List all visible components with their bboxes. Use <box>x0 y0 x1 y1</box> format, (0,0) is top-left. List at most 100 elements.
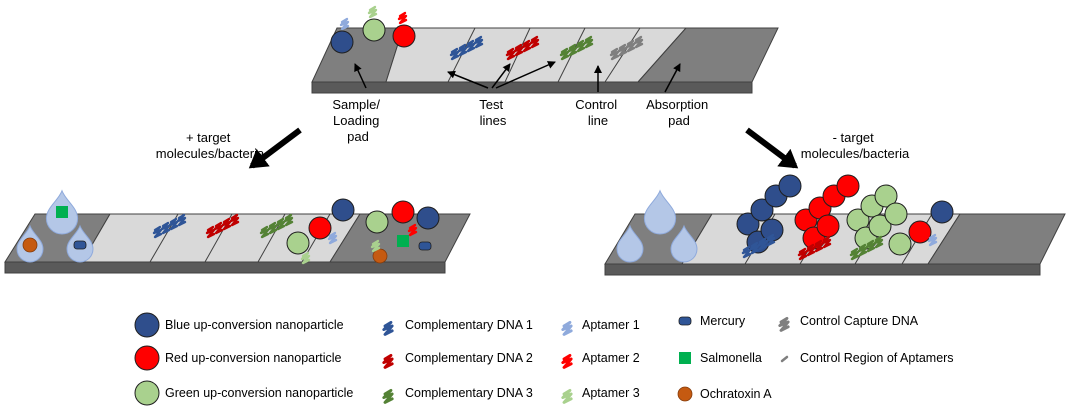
legend-ochratoxin-icon <box>677 386 693 402</box>
legend: Blue up-conversion nanoparticle Red up-c… <box>165 314 954 401</box>
positive-blue-nanoparticle-pad <box>416 206 440 230</box>
negative-complementary-dna-2 <box>821 235 832 249</box>
negative-complementary-dna-1 <box>765 233 776 247</box>
positive-complementary-dna-2 <box>221 217 232 231</box>
negative-droplet-1 <box>643 189 677 235</box>
test-lines-label-line-1: Test <box>479 97 503 112</box>
positive-salmonella-bound <box>397 235 409 247</box>
test-lines-arrow-1 <box>447 70 489 89</box>
positive-complementary-dna-3 <box>259 225 270 239</box>
positive-red-nanoparticle-pad <box>391 200 415 224</box>
positive-green-nanoparticle-control <box>286 231 310 255</box>
top-red-nanoparticle <box>392 24 416 48</box>
legend-aptamer-2-icon <box>561 353 573 369</box>
legend-cdna3-label: Complementary DNA 3 <box>405 386 533 400</box>
negative-complementary-dna-3 <box>873 235 884 249</box>
positive-branch-arrow <box>248 127 302 169</box>
test-lines-arrow-3 <box>495 61 556 89</box>
positive-complementary-dna-2 <box>229 213 240 227</box>
legend-complementary-dna-2-icon <box>382 353 394 369</box>
test-lines-arrow-2 <box>491 63 511 89</box>
top-control-capture-dna <box>617 43 628 57</box>
positive-complementary-dna-1 <box>160 221 171 235</box>
positive-blue-nanoparticle-control <box>331 198 355 222</box>
positive-mercury-bound <box>418 241 432 251</box>
positive-complementary-dna-2 <box>213 221 224 235</box>
negative-complementary-dna-1 <box>749 241 760 255</box>
control-line-label: Control line <box>575 97 621 128</box>
negative-complementary-dna-3 <box>865 239 876 253</box>
absorption-pad-label-line-1: Absorption <box>646 97 708 112</box>
top-aptamer-1 <box>339 17 350 31</box>
negative-blue-nanoparticle-control <box>930 200 954 224</box>
legend-green-np-label: Green up-conversion nanoparticle <box>165 386 353 400</box>
top-arrows <box>354 61 681 93</box>
legend-salmonella-label: Salmonella <box>700 351 762 365</box>
positive-complementary-dna-2 <box>205 225 216 239</box>
negative-aptamer-1 <box>927 233 938 247</box>
positive-branch-label-line-2: molecules/bacteria <box>156 146 265 161</box>
sample-pad-label-line-3: pad <box>347 129 369 144</box>
top-complementary-dna-3 <box>575 39 586 53</box>
positive-ochratoxin-bound <box>372 248 388 264</box>
legend-red-nanoparticle-icon <box>134 345 160 371</box>
top-complementary-dna-3 <box>567 43 578 57</box>
legend-blue-nanoparticle-icon <box>134 312 160 338</box>
legend-mercury-label: Mercury <box>700 314 746 328</box>
top-complementary-dna-3 <box>559 47 570 61</box>
negative-complementary-dna-3 <box>849 247 860 261</box>
negative-green-nanoparticle-6 <box>884 202 908 226</box>
top-complementary-dna-2 <box>513 43 524 57</box>
legend-green-nanoparticle-icon <box>134 380 160 406</box>
positive-ochratoxin-in-droplet <box>22 237 38 253</box>
positive-mercury-in-droplet <box>73 240 87 250</box>
negative-red-nanoparticle-control <box>908 220 932 244</box>
positive-complementary-dna-3 <box>275 217 286 231</box>
legend-control-region-icon <box>780 355 789 363</box>
top-control-capture-dna <box>609 47 620 61</box>
top-aptamer-2 <box>397 11 408 25</box>
top-complementary-dna-3 <box>583 35 594 49</box>
legend-control-capture-dna-icon <box>778 316 790 332</box>
top-complementary-dna-1 <box>457 43 468 57</box>
positive-green-nanoparticle-pad <box>365 210 389 234</box>
negative-complementary-dna-2 <box>797 247 808 261</box>
legend-aptamer-3-icon <box>561 388 573 404</box>
positive-aptamer-3 <box>300 251 311 265</box>
negative-green-nanoparticle-control <box>888 232 912 256</box>
sample-pad-arrow <box>354 63 367 89</box>
top-complementary-dna-2 <box>529 35 540 49</box>
legend-cdna1-label: Complementary DNA 1 <box>405 318 533 332</box>
top-complementary-dna-2 <box>505 47 516 61</box>
legend-cdna2-label: Complementary DNA 2 <box>405 351 533 365</box>
negative-branch-label: - target molecules/bacteria <box>801 130 910 161</box>
negative-red-nanoparticle-4 <box>836 174 860 198</box>
negative-complementary-dna-3 <box>857 243 868 257</box>
negative-droplet-3 <box>670 224 698 263</box>
positive-branch-label: + target molecules/bacteria <box>156 130 265 161</box>
positive-complementary-dna-1 <box>168 217 179 231</box>
negative-complementary-dna-1 <box>741 245 752 259</box>
top-green-nanoparticle <box>362 18 386 42</box>
test-lines-label-line-2: lines <box>480 113 507 128</box>
sample-pad-label: Sample/ Loading pad <box>332 97 383 144</box>
test-lines-label: Test lines <box>479 97 507 128</box>
negative-branch-arrow <box>745 127 799 169</box>
positive-aptamer-1 <box>327 231 338 245</box>
top-blue-nanoparticle <box>330 30 354 54</box>
legend-apt1-label: Aptamer 1 <box>582 318 640 332</box>
negative-blue-nanoparticle-4 <box>778 174 802 198</box>
legend-red-np-label: Red up-conversion nanoparticle <box>165 351 342 365</box>
legend-apt3-label: Aptamer 3 <box>582 386 640 400</box>
absorption-pad-arrow <box>664 63 681 93</box>
legend-blue-np-label: Blue up-conversion nanoparticle <box>165 318 344 332</box>
sample-pad-label-line-2: Loading <box>333 113 379 128</box>
negative-branch-label-line-1: - target <box>833 130 875 145</box>
top-control-capture-dna <box>625 39 636 53</box>
top-absorption-pad <box>636 27 779 83</box>
positive-salmonella-in-droplet <box>56 206 68 218</box>
negative-absorption-pad <box>927 213 1066 265</box>
negative-strip-side <box>604 263 1041 276</box>
positive-complementary-dna-3 <box>283 213 294 227</box>
